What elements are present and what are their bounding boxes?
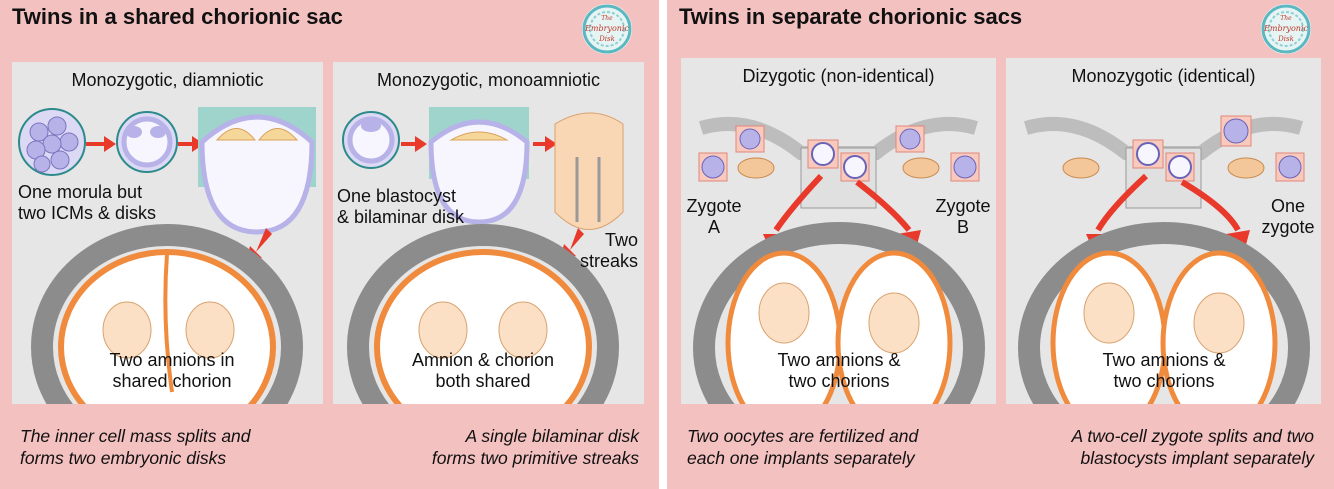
blastocyst-icon	[116, 111, 178, 173]
zygote-b-label-line1: Zygote	[935, 196, 991, 216]
arrow-icon	[1180, 179, 1241, 232]
morula-icon	[18, 108, 86, 176]
caption-right: A two-cell zygote splits and two blastoc…	[1071, 425, 1314, 469]
zygote-a-label-line2: A	[707, 217, 720, 237]
oocyte-icon	[953, 155, 977, 179]
caption-left-line1: Two oocytes are fertilized and	[687, 426, 919, 446]
caption-right-line2: forms two primitive streaks	[431, 448, 639, 468]
blastocyst-icon	[843, 155, 867, 179]
caption-left-line2: forms two embryonic disks	[20, 448, 227, 468]
blastocyst-label: One blastocyst & bilaminar disk	[337, 186, 464, 228]
panel-mz-diamniotic: Monozygotic, diamniotic One morula but t…	[12, 62, 323, 404]
caption-right-line2: blastocysts implant separately	[1080, 448, 1314, 468]
caption-right: A single bilaminar disk forms two primit…	[432, 425, 639, 469]
streaks-label: Two streaks	[580, 230, 638, 272]
implanted-blastocyst-icon	[428, 107, 530, 225]
amnion-chorion-label-line1: Amnion & chorion	[411, 350, 555, 370]
caption-left: Two oocytes are fertilized and each one …	[687, 425, 918, 469]
shared-amnion-uterus-icon	[347, 224, 619, 404]
section-title: Twins in separate chorionic sacs	[679, 4, 1023, 29]
monoamniotic-diagram	[342, 107, 624, 404]
oocyte-icon	[701, 155, 725, 179]
amnions-chorions-label-line1: Two amnions &	[1102, 350, 1226, 370]
caption-right-line1: A two-cell zygote splits and two	[1071, 426, 1314, 446]
arrow-icon	[1095, 173, 1149, 232]
caption-left-line2: each one implants separately	[687, 448, 915, 468]
panel-mz-identical: Monozygotic (identical) One zygote Two a…	[1006, 58, 1321, 404]
morula-label-line1: One morula but	[18, 182, 143, 202]
blastocyst-icon	[1168, 155, 1192, 179]
panel-title: Dizygotic (non-identical)	[742, 66, 935, 86]
zygote-b-label-line2: B	[956, 217, 969, 237]
separate-chorions-uterus-icon	[1018, 222, 1310, 404]
zygote-icon	[899, 128, 921, 150]
caption-right-line1: A single bilaminar disk	[465, 426, 639, 446]
shared-chorion-section: Twins in a shared chorionic sac The Embr…	[0, 0, 659, 489]
blastocyst-icon	[1136, 142, 1160, 166]
logo-icon: The Embryonic Disk	[582, 4, 632, 54]
blastocyst-icon	[342, 111, 400, 169]
shared-chorion-uterus-icon	[31, 224, 303, 404]
panel-title: Monozygotic, monoamniotic	[376, 70, 601, 90]
amnions-chorions-label-line2: two chorions	[788, 371, 890, 391]
separate-chorions-uterus-icon	[693, 222, 985, 404]
zygote-b-label: Zygote B	[932, 196, 994, 238]
embryonic-disk-logo: The Embryonic Disk	[1261, 4, 1311, 54]
amnions-chorions-label: Two amnions & two chorions	[759, 350, 919, 392]
arrow-icon	[401, 136, 427, 152]
one-zygote-label-line2: zygote	[1261, 217, 1315, 237]
arrow-icon	[855, 179, 912, 232]
arrow-icon	[178, 136, 204, 152]
section-title: Twins in a shared chorionic sac	[12, 4, 343, 29]
zygote-a-label-line1: Zygote	[686, 196, 742, 216]
logo-text-3: Disk	[1277, 35, 1294, 43]
arrow-icon	[533, 136, 557, 152]
zygote-icon	[1278, 155, 1302, 179]
morula-label: One morula but two ICMs & disks	[18, 182, 156, 224]
panel-dizygotic: Dizygotic (non-identical) Zygote A Zygot…	[681, 58, 996, 404]
amnions-chorions-label: Two amnions & two chorions	[1084, 350, 1244, 392]
amnion-chorion-label-line2: both shared	[435, 371, 531, 391]
amnion-label: Two amnions in shared chorion	[92, 350, 252, 392]
panel-title: Monozygotic (identical)	[1071, 66, 1256, 86]
ovary-icon	[1062, 157, 1265, 179]
blastocyst-icon	[811, 142, 835, 166]
arrow-icon	[773, 173, 824, 232]
logo-text-3: Disk	[598, 35, 615, 43]
streaks-label-line1: Two	[604, 230, 638, 250]
streaks-label-line2: streaks	[579, 251, 638, 271]
implanted-blastocyst-icon	[198, 107, 316, 235]
logo-text-2: Embryonic	[584, 24, 629, 33]
panel-title: Monozygotic, diamniotic	[71, 70, 264, 90]
bilaminar-disk-streaks-icon	[554, 112, 624, 230]
arrow-icon	[86, 136, 116, 152]
embryonic-disk-logo: The Embryonic Disk	[582, 4, 632, 54]
blastocyst-label-line2: & bilaminar disk	[337, 207, 465, 227]
amnion-chorion-label: Amnion & chorion both shared	[393, 350, 573, 392]
caption-left-line1: The inner cell mass splits and	[20, 426, 251, 446]
diamniotic-diagram	[18, 107, 316, 404]
zygote-a-label: Zygote A	[683, 196, 745, 238]
one-zygote-label-line1: One	[1270, 196, 1306, 216]
caption-left: The inner cell mass splits and forms two…	[20, 425, 251, 469]
logo-text-2: Embryonic	[1263, 24, 1308, 33]
morula-label-line2: two ICMs & disks	[18, 203, 157, 223]
logo-text-1: The	[1280, 15, 1292, 22]
amnion-label-line1: Two amnions in	[109, 350, 235, 370]
identical-diagram	[1018, 115, 1310, 404]
logo-text-1: The	[601, 15, 613, 22]
two-cell-zygote-icon	[1223, 118, 1249, 144]
amnion-label-line2: shared chorion	[112, 371, 232, 391]
panel-mz-monoamniotic: Monozygotic, monoamniotic One blastocyst…	[333, 62, 644, 404]
logo-icon: The Embryonic Disk	[1261, 4, 1311, 54]
one-zygote-label: One zygote	[1255, 196, 1321, 238]
zygote-icon	[739, 128, 761, 150]
amnions-chorions-label-line2: two chorions	[1113, 371, 1215, 391]
ovary-icon	[737, 157, 940, 179]
blastocyst-label-line1: One blastocyst	[337, 186, 457, 206]
amnions-chorions-label-line1: Two amnions &	[777, 350, 901, 370]
separate-chorion-section: Twins in separate chorionic sacs The Emb…	[667, 0, 1334, 489]
dizygotic-diagram	[693, 116, 985, 404]
